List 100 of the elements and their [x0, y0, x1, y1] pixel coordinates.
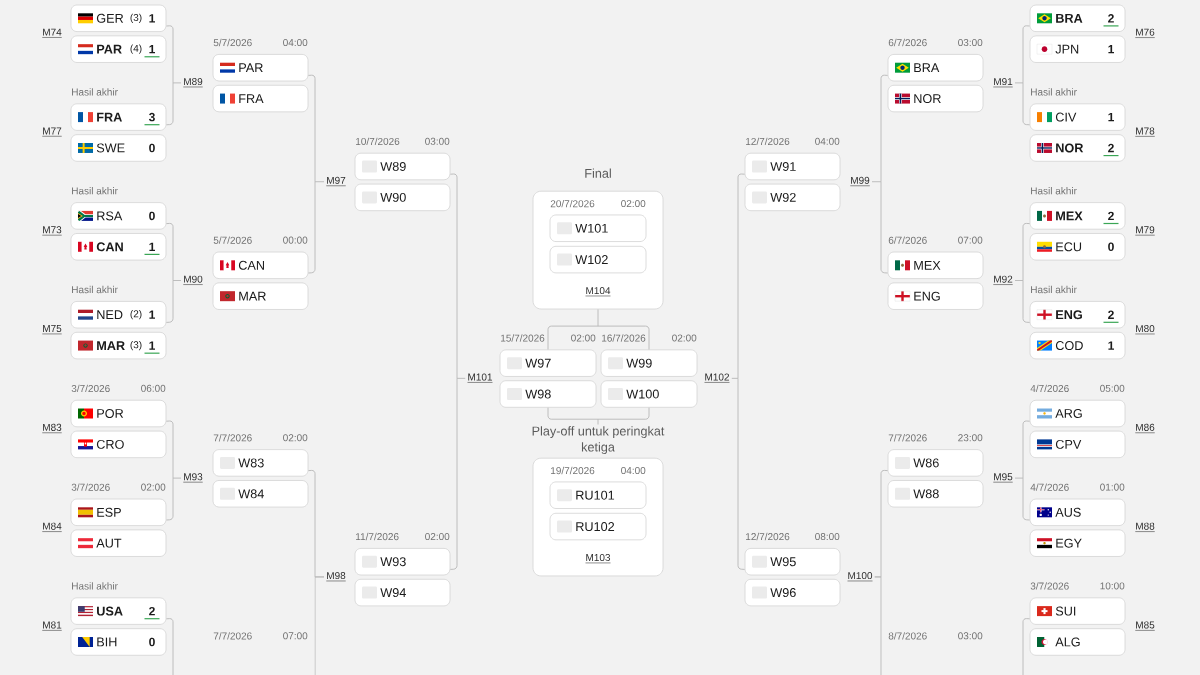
- team-name: W98: [525, 389, 551, 399]
- score: 2: [1108, 211, 1114, 221]
- team-name: MEX: [1056, 211, 1083, 221]
- score: 1: [149, 310, 155, 319]
- match-status: Hasil akhir: [1031, 187, 1077, 195]
- team-name: MEX: [914, 260, 941, 270]
- team-name: CRO: [96, 439, 124, 449]
- team-name: SUI: [1055, 606, 1076, 616]
- team-name: CAN: [96, 242, 123, 252]
- bracket-line: [165, 25, 182, 126]
- match-date: 12/7/2026: [746, 137, 790, 145]
- score: 1: [1108, 45, 1114, 54]
- team-name: POR: [97, 409, 124, 418]
- kickoff-time: 03:00: [958, 632, 983, 640]
- score: 0: [1108, 242, 1114, 252]
- team-name: W95: [770, 557, 796, 567]
- team-name: W86: [913, 458, 939, 468]
- match-status: Hasil akhir: [72, 285, 118, 294]
- team-name: NOR: [1056, 143, 1084, 153]
- team-name: W90: [380, 192, 406, 202]
- kickoff-time: 07:00: [958, 236, 983, 244]
- score: 1: [149, 14, 155, 23]
- score: 1: [149, 45, 155, 54]
- score: 0: [149, 637, 155, 647]
- bracket-line: [165, 420, 182, 521]
- kickoff-time: 10:00: [1100, 582, 1125, 590]
- score: 1: [1108, 341, 1114, 350]
- kickoff-time: 03:00: [958, 39, 983, 47]
- bracket-line: [547, 308, 650, 350]
- team-name: USA: [97, 606, 123, 616]
- match-date: 6/7/2026: [888, 38, 927, 47]
- match-number: M76: [1135, 28, 1155, 38]
- team-name: W93: [380, 557, 406, 567]
- bracket-line: [449, 173, 466, 570]
- kickoff-time: 01:00: [1100, 483, 1125, 491]
- team-name: W94: [380, 588, 406, 598]
- team-name: NED: [97, 310, 123, 320]
- score: 2: [1108, 143, 1114, 153]
- team-name: CAN: [238, 260, 264, 270]
- team-name: W99: [626, 358, 652, 368]
- kickoff-time: 00:00: [283, 236, 308, 244]
- team-name: ENG: [914, 291, 940, 301]
- match-date: 3/7/2026: [1030, 582, 1069, 590]
- team-name: MAR: [97, 341, 125, 350]
- kickoff-time: 05:00: [1100, 384, 1125, 392]
- match-number: M74: [42, 28, 62, 38]
- match-number: M101: [467, 373, 493, 383]
- match-number: M92: [993, 275, 1013, 285]
- match-status: Hasil akhir: [72, 88, 118, 96]
- team-name: AUT: [96, 538, 122, 548]
- match-number: M103: [585, 554, 611, 564]
- bracket-line: [871, 74, 889, 274]
- team-name: BRA: [1056, 13, 1083, 23]
- team-name: MAR: [239, 291, 266, 301]
- match-date: 5/7/2026: [213, 236, 252, 244]
- team-name: JPN: [1055, 44, 1079, 54]
- score: 3: [148, 112, 155, 122]
- match-status: Hasil akhir: [72, 187, 118, 195]
- score: 1: [149, 341, 155, 350]
- match-date: 4/7/2026: [1030, 483, 1069, 491]
- score: 1: [1108, 112, 1114, 122]
- team-name: W88: [913, 489, 939, 499]
- team-name: GER: [96, 13, 124, 23]
- match-number: M77: [42, 127, 62, 137]
- score: 2: [1108, 310, 1114, 319]
- team-name: W96: [770, 588, 796, 598]
- kickoff-time: 02:00: [425, 533, 450, 541]
- bracket-line: [314, 576, 325, 675]
- score: 2: [149, 606, 155, 616]
- kickoff-time: 02:00: [141, 483, 166, 491]
- team-name: PAR: [239, 63, 263, 73]
- team-name: W92: [770, 192, 796, 202]
- kickoff-time: 04:00: [621, 466, 646, 475]
- bracket-line: [874, 576, 882, 675]
- penalty-score: (3): [130, 13, 142, 23]
- match-status: Hasil akhir: [1031, 88, 1077, 96]
- match-number: M93: [183, 473, 203, 483]
- penalty-score: (3): [130, 340, 142, 351]
- match-date: 16/7/2026: [602, 334, 646, 342]
- penalty-score: (4): [130, 44, 142, 54]
- team-name: BIH: [97, 637, 117, 647]
- team-name: ESP: [97, 507, 121, 517]
- team-name: W83: [238, 458, 264, 468]
- team-name: FRA: [97, 112, 122, 122]
- section-title: Final: [585, 168, 611, 178]
- bracket-line: [165, 222, 182, 323]
- match-number: M99: [850, 176, 870, 187]
- team-name: FRA: [239, 94, 264, 103]
- team-name: CPV: [1055, 439, 1082, 449]
- match-date: 8/7/2026: [888, 632, 927, 640]
- bracket-line: [1014, 25, 1031, 126]
- kickoff-time: 03:00: [425, 137, 450, 145]
- match-status: Hasil akhir: [1031, 285, 1077, 294]
- match-number: M90: [183, 275, 203, 285]
- match-number: M98: [326, 572, 346, 582]
- match-number: M78: [1135, 127, 1155, 137]
- kickoff-time: 02:00: [283, 434, 308, 442]
- bracket-line: [547, 407, 650, 425]
- match-date: 20/7/2026: [550, 199, 595, 208]
- match-date: 15/7/2026: [501, 334, 545, 342]
